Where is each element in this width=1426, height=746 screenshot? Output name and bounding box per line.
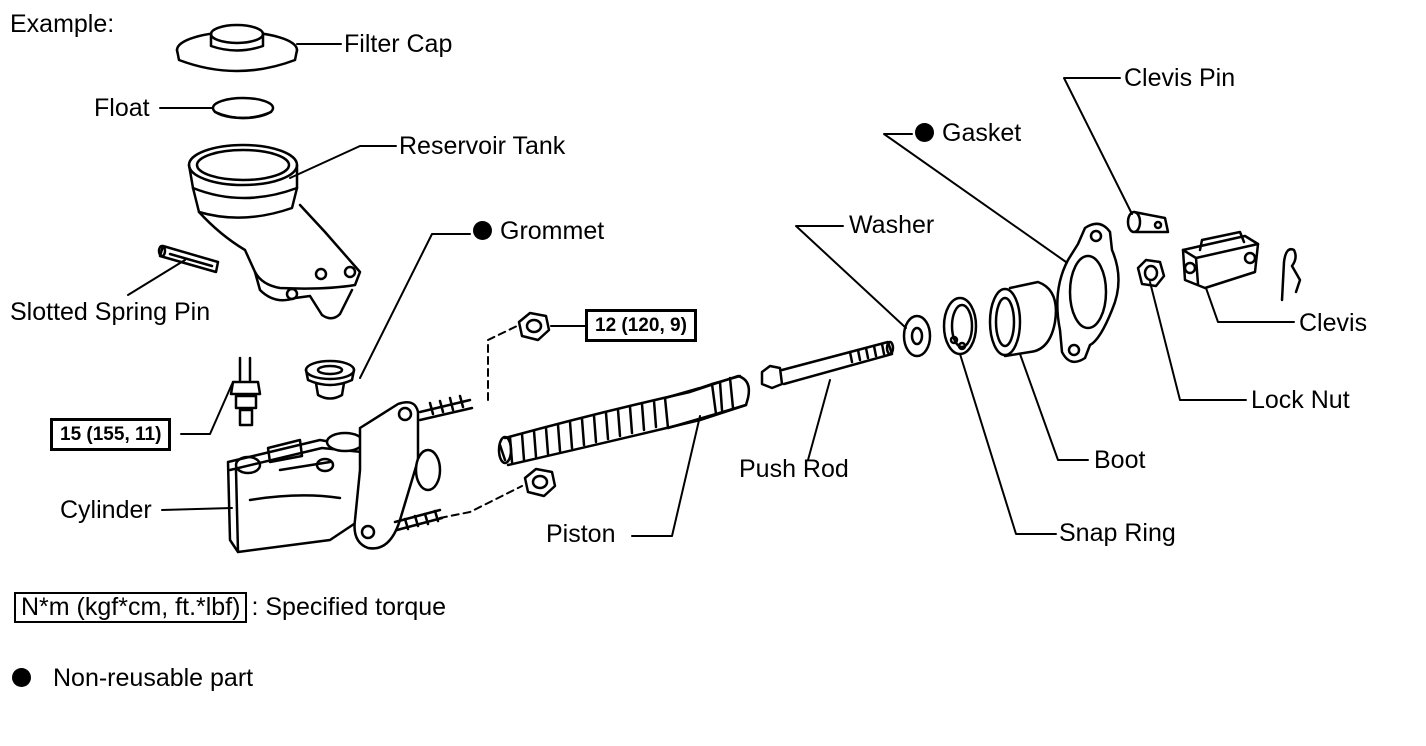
legend-non-reusable: Non-reusable part [12, 666, 253, 691]
gasket-label: Gasket [915, 121, 1021, 146]
float-label: Float [94, 94, 150, 122]
filter-cap-label: Filter Cap [344, 30, 453, 58]
clevis-drawing [1181, 230, 1260, 290]
piston-drawing [497, 374, 751, 467]
cylinder-label: Cylinder [60, 496, 152, 524]
legend-torque: N*m (kgf*cm, ft.*lbf): Specified torque [14, 592, 446, 623]
nut-upper-drawing [517, 311, 551, 342]
example-label: Example: [10, 10, 115, 38]
union-fitting-drawing [229, 356, 262, 427]
snap-ring-label: Snap Ring [1059, 519, 1176, 547]
clevis-pin-label: Clevis Pin [1124, 64, 1236, 92]
reservoir-tank-label: Reservoir Tank [399, 132, 566, 160]
slotted-spring-pin-drawing [157, 244, 220, 274]
snap-ring-drawing [942, 296, 978, 356]
grommet-label: Grommet [473, 219, 604, 244]
grommet-drawing [304, 359, 356, 400]
legend-non-reusable-text: Non-reusable part [53, 664, 254, 692]
non-reusable-dot-icon [915, 122, 934, 142]
non-reusable-dot-icon [12, 667, 31, 687]
boot-drawing [988, 280, 1058, 358]
lock-nut-drawing [1136, 258, 1166, 288]
boot-label: Boot [1094, 446, 1146, 474]
clip-drawing [1280, 248, 1302, 302]
grommet-label-text: Grommet [500, 217, 605, 245]
nut-torque-box: 12 (120, 9) [585, 309, 697, 342]
gasket-drawing [1056, 222, 1120, 364]
fitting-torque-box: 15 (155, 11) [50, 418, 172, 451]
push-rod-drawing [760, 340, 895, 390]
non-reusable-dot-icon [473, 220, 492, 240]
legend-torque-unit: N*m (kgf*cm, ft.*lbf) [14, 592, 248, 623]
reservoir-tank-drawing [187, 143, 362, 320]
nut-lower-drawing [523, 467, 557, 498]
washer-drawing [902, 314, 932, 358]
gasket-label-text: Gasket [942, 119, 1022, 147]
push-rod-label: Push Rod [739, 455, 849, 483]
cylinder-drawing [226, 394, 474, 554]
washer-label: Washer [849, 211, 935, 239]
slotted-spring-pin-label: Slotted Spring Pin [10, 298, 211, 326]
clevis-label: Clevis [1299, 309, 1368, 337]
lock-nut-label: Lock Nut [1251, 386, 1350, 414]
clevis-pin-drawing [1126, 210, 1170, 234]
filter-cap-drawing [175, 23, 299, 73]
legend-torque-desc: : Specified torque [251, 593, 447, 621]
piston-label: Piston [546, 520, 616, 548]
